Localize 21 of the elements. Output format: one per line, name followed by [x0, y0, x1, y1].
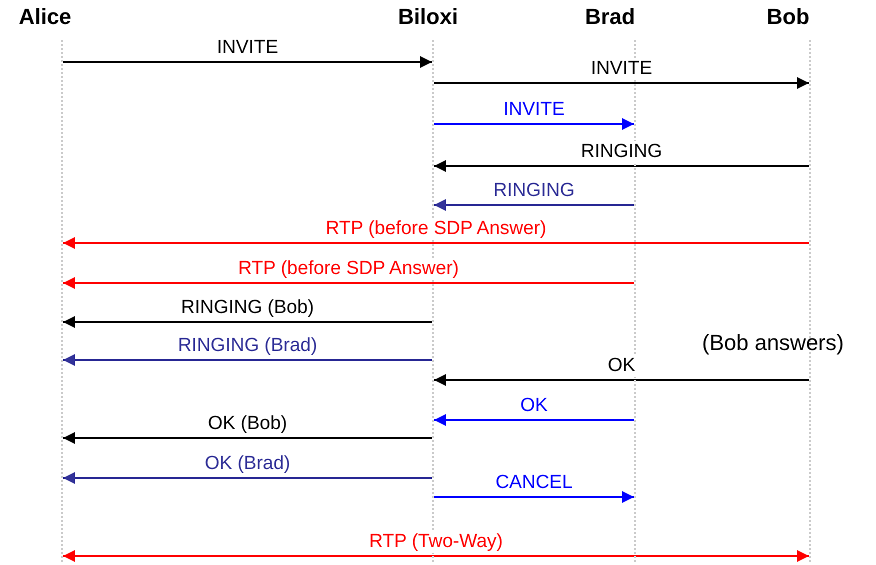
message-arrow [434, 199, 634, 211]
message-arrow [63, 550, 809, 562]
participant-label: Brad [584, 4, 636, 30]
message-arrow [434, 414, 634, 426]
message-arrow [63, 432, 432, 444]
message-label: OK [606, 355, 638, 377]
message-arrow [63, 56, 432, 68]
message-arrow [63, 354, 432, 366]
note-text: (Bob answers) [702, 330, 844, 356]
message-arrow [63, 472, 432, 484]
message-arrow [434, 491, 634, 503]
message-arrow [63, 277, 634, 289]
message-arrow [434, 374, 809, 386]
participant-label: Alice [18, 4, 72, 30]
message-arrow [434, 118, 634, 130]
message-arrow [434, 160, 809, 172]
message-arrow [63, 237, 809, 249]
participant-label: Biloxi [398, 4, 458, 30]
message-arrow [63, 316, 432, 328]
message-arrow [434, 77, 809, 89]
participant-label: Bob [766, 4, 810, 30]
